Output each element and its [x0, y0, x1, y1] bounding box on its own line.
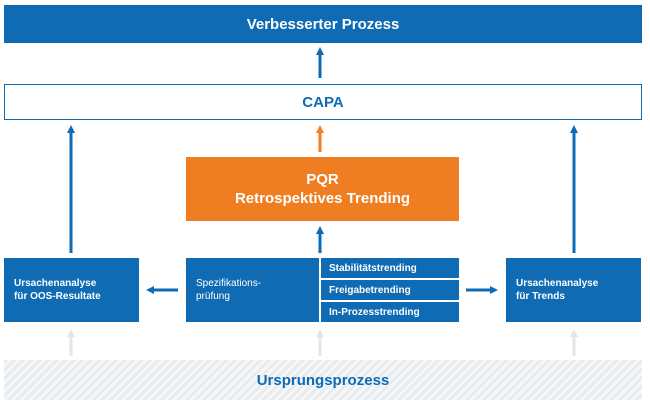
- specification-check-line1: Spezifikations-: [196, 278, 262, 289]
- oos-root-cause-line1: Ursachenanalyse: [14, 278, 97, 289]
- pqr-title: PQR: [306, 171, 339, 188]
- specification-check-line2: prüfung: [196, 291, 230, 302]
- capa-label: CAPA: [302, 93, 344, 111]
- improved-process-box: Verbesserter Prozess: [4, 5, 642, 43]
- trending-list: Stabilitätstrending Freigabetrending In-…: [321, 258, 459, 322]
- origin-process-box: Ursprungsprozess: [4, 360, 642, 400]
- oos-root-cause-line2: für OOS-Resultate: [14, 291, 101, 302]
- improved-process-label: Verbesserter Prozess: [246, 15, 400, 33]
- trend-root-cause-line2: für Trends: [516, 291, 565, 302]
- pqr-box: PQR Retrospektives Trending: [186, 157, 459, 221]
- trend-item-in-process: In-Prozesstrending: [321, 302, 459, 322]
- trend-root-cause-line1: Ursachenanalyse: [516, 278, 599, 289]
- pqr-subtitle: Retrospektives Trending: [234, 190, 411, 207]
- trend-root-cause-box: Ursachenanalyse für Trends: [506, 258, 641, 322]
- capa-box: CAPA: [4, 84, 642, 120]
- trend-item-release: Freigabetrending: [321, 280, 459, 300]
- specification-check-box: Spezifikations- prüfung: [186, 258, 319, 322]
- origin-process-label: Ursprungsprozess: [256, 371, 390, 389]
- oos-root-cause-box: Ursachenanalyse für OOS-Resultate: [4, 258, 139, 322]
- trend-item-stability: Stabilitätstrending: [321, 258, 459, 278]
